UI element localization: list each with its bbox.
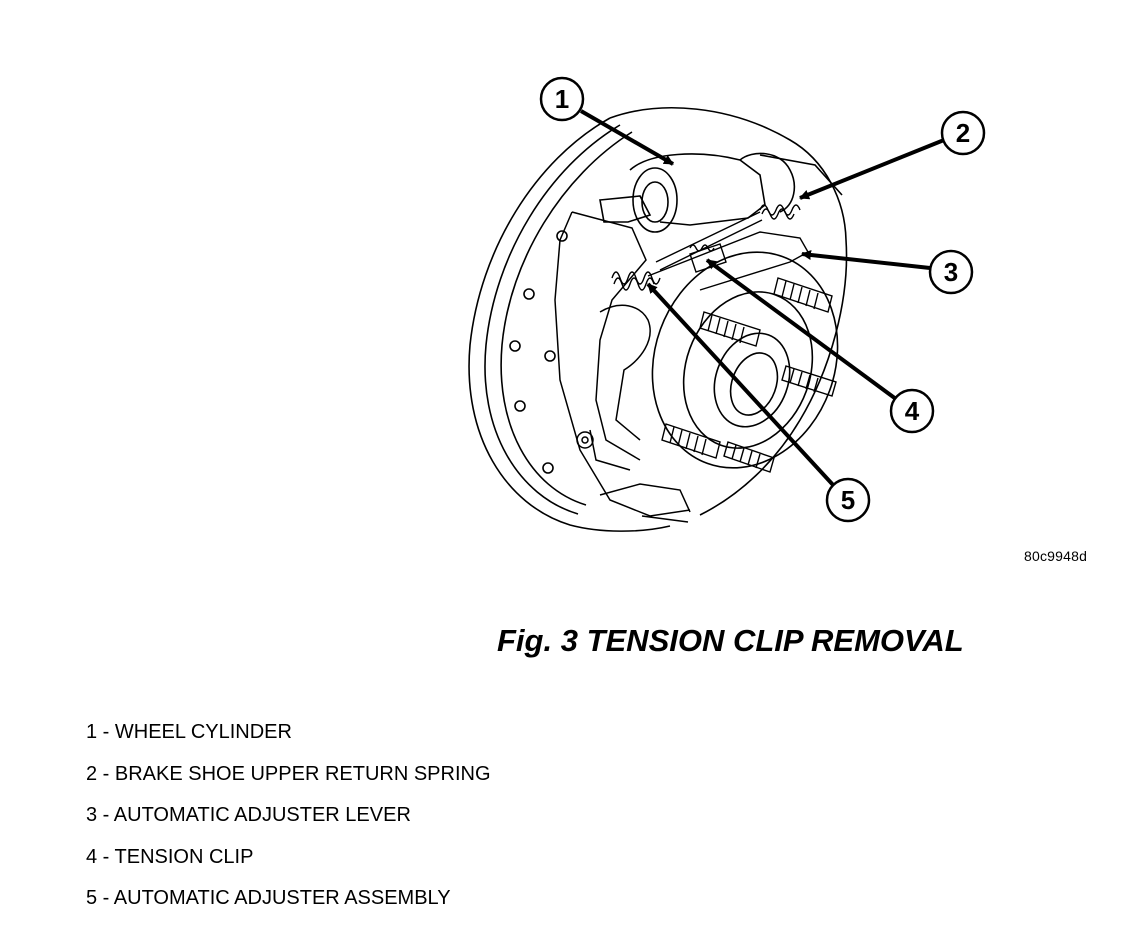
adjuster-assembly	[647, 231, 809, 291]
wheel-stud	[699, 311, 761, 347]
legend-list: 1 - WHEEL CYLINDER 2 - BRAKE SHOE UPPER …	[86, 719, 491, 927]
return-springs	[611, 204, 801, 291]
callout-3: 3	[801, 249, 974, 295]
drum-hole	[509, 340, 521, 352]
drum-hole	[556, 230, 568, 242]
wheel-cylinder	[599, 152, 843, 233]
legend-item: 4 - TENSION CLIP	[86, 845, 254, 868]
legend-item: 2 - BRAKE SHOE UPPER RETURN SPRING	[86, 762, 491, 785]
legend-item: 5 - AUTOMATIC ADJUSTER ASSEMBLY	[86, 887, 451, 910]
wheel-stud	[773, 277, 833, 313]
callout-5-number: 5	[841, 485, 855, 515]
drum-hole	[514, 400, 526, 412]
callout-2-number: 2	[956, 118, 970, 148]
callout-1-number: 1	[555, 84, 569, 114]
drum-hole	[542, 462, 554, 474]
brake-assembly-diagram: 1 2 3 4 5	[468, 76, 986, 532]
callout-4: 4	[705, 258, 935, 434]
brake-drum	[468, 107, 848, 532]
brake-shoe	[554, 211, 691, 523]
legend-item: 3 - AUTOMATIC ADJUSTER LEVER	[86, 804, 411, 827]
callout-4-number: 4	[905, 396, 920, 426]
callout-1: 1	[539, 76, 674, 166]
drum-hole	[544, 350, 556, 362]
figure-title: Fig. 3 TENSION CLIP REMOVAL	[497, 623, 964, 658]
wheel-stud	[781, 365, 837, 397]
drum-hole	[523, 288, 535, 300]
callout-5: 5	[646, 282, 871, 523]
wheel-studs	[661, 277, 837, 473]
callout-2: 2	[799, 110, 986, 200]
wheel-stud	[661, 423, 721, 459]
figure-code: 80c9948d	[1024, 548, 1088, 564]
callout-3-number: 3	[944, 257, 958, 287]
wheel-stud	[723, 441, 775, 473]
wheel-hub	[651, 251, 839, 469]
legend-item: 1 - WHEEL CYLINDER	[86, 721, 292, 743]
